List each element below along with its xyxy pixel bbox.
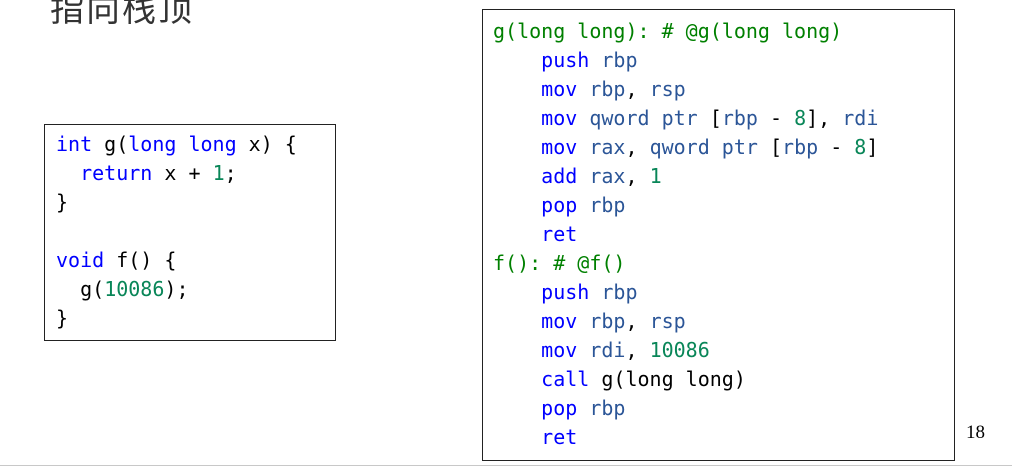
asm-instruction: mov rax, qword ptr [rbp - 8] xyxy=(493,133,954,162)
asm-operand: rsp xyxy=(649,77,686,101)
asm-mnemonic: call xyxy=(541,367,590,391)
asm-operand: rbp xyxy=(589,77,626,101)
c-text: g( xyxy=(80,277,105,301)
asm-operand: 8 xyxy=(854,135,867,159)
asm-operand: rdi xyxy=(589,338,626,362)
asm-operand: rsp xyxy=(649,309,686,333)
c-number: 1 xyxy=(212,161,225,185)
c-line-5: void f() { xyxy=(56,246,335,275)
asm-operand: , xyxy=(625,135,650,159)
c-text: f() { xyxy=(104,248,177,272)
asm-mnemonic: ret xyxy=(541,222,578,246)
c-line-7: } xyxy=(56,306,69,330)
c-number: 10086 xyxy=(104,277,165,301)
asm-mnemonic: push xyxy=(541,48,590,72)
asm-instruction: mov rdi, 10086 xyxy=(493,336,954,365)
asm-label-g: g(long long): # @g(long long) xyxy=(493,17,954,46)
c-line-6: g(10086); xyxy=(56,275,335,304)
asm-mnemonic: mov xyxy=(541,77,578,101)
c-keyword: int xyxy=(56,132,93,156)
asm-operand: 1 xyxy=(649,164,662,188)
c-line-1: int g(long long x) { xyxy=(56,130,335,159)
slide-title: 指向栈顶 xyxy=(50,0,194,30)
asm-operand: ] xyxy=(866,135,879,159)
c-text: x + xyxy=(152,161,213,185)
asm-label: f(): xyxy=(493,251,542,275)
asm-box: g(long long): # @g(long long) push rbp m… xyxy=(482,9,955,461)
asm-comment: # @g(long long) xyxy=(649,19,843,43)
asm-mnemonic: mov xyxy=(541,309,578,333)
page-number: 18 xyxy=(966,422,985,443)
asm-f-body: push rbp mov rbp, rsp mov rdi, 10086 cal… xyxy=(493,278,954,452)
asm-operand: 8 xyxy=(794,106,807,130)
asm-mnemonic: pop xyxy=(541,396,578,420)
c-text: g( xyxy=(92,132,129,156)
asm-instruction: call g(long long) xyxy=(493,365,954,394)
asm-operand: rbp xyxy=(601,48,638,72)
asm-operand: rbp xyxy=(589,193,626,217)
asm-operand: g(long long) xyxy=(601,367,746,391)
c-indent xyxy=(56,161,80,185)
c-keyword: void xyxy=(56,248,105,272)
asm-operand: [ xyxy=(769,135,783,159)
asm-operand: rax xyxy=(589,135,626,159)
asm-instruction: push rbp xyxy=(493,278,954,307)
asm-operand: rbp xyxy=(601,280,638,304)
c-text: x) { xyxy=(236,132,297,156)
asm-operand: rbp xyxy=(782,135,819,159)
c-text: ); xyxy=(164,277,189,301)
asm-operand: rdi xyxy=(842,106,879,130)
asm-operand: - xyxy=(757,106,795,130)
asm-operand: rbp xyxy=(589,309,626,333)
asm-instruction: ret xyxy=(493,423,954,452)
asm-mnemonic: mov xyxy=(541,106,578,130)
bottom-divider xyxy=(0,465,1012,466)
c-text: ; xyxy=(224,161,237,185)
asm-operand: rbp xyxy=(721,106,758,130)
asm-mnemonic: add xyxy=(541,164,578,188)
asm-mnemonic: mov xyxy=(541,338,578,362)
c-keyword: return xyxy=(80,161,153,185)
asm-operand: qword ptr xyxy=(649,135,770,159)
asm-operand: - xyxy=(818,135,855,159)
asm-operand: , xyxy=(625,338,650,362)
asm-label: g(long long): xyxy=(493,19,650,43)
asm-instruction: push rbp xyxy=(493,46,954,75)
asm-operand: , xyxy=(625,164,650,188)
c-source-box: int g(long long x) { return x + 1; } voi… xyxy=(44,124,336,341)
asm-operand: [ xyxy=(709,106,722,130)
asm-mnemonic: ret xyxy=(541,425,578,449)
asm-operand: 10086 xyxy=(649,338,710,362)
asm-instruction: mov rbp, rsp xyxy=(493,307,954,336)
c-indent xyxy=(56,277,80,301)
asm-operand: , xyxy=(625,77,650,101)
asm-mnemonic: mov xyxy=(541,135,578,159)
asm-instruction: add rax, 1 xyxy=(493,162,954,191)
asm-instruction: pop rbp xyxy=(493,394,954,423)
c-line-2: return x + 1; xyxy=(56,159,335,188)
asm-operand: qword ptr xyxy=(589,106,710,130)
asm-instruction: mov qword ptr [rbp - 8], rdi xyxy=(493,104,954,133)
asm-label-f: f(): # @f() xyxy=(493,249,954,278)
asm-g-body: push rbp mov rbp, rsp mov qword ptr [rbp… xyxy=(493,46,954,249)
c-line-3: } xyxy=(56,190,69,214)
asm-instruction: pop rbp xyxy=(493,191,954,220)
asm-instruction: mov rbp, rsp xyxy=(493,75,954,104)
asm-operand: ], xyxy=(806,106,843,130)
asm-comment: # @f() xyxy=(541,251,626,275)
asm-mnemonic: push xyxy=(541,280,590,304)
c-line-4 xyxy=(56,217,335,246)
asm-operand: rbp xyxy=(589,396,626,420)
asm-instruction: ret xyxy=(493,220,954,249)
asm-mnemonic: pop xyxy=(541,193,578,217)
asm-operand: rax xyxy=(589,164,626,188)
c-keyword: long long xyxy=(128,132,237,156)
asm-operand: , xyxy=(625,309,650,333)
